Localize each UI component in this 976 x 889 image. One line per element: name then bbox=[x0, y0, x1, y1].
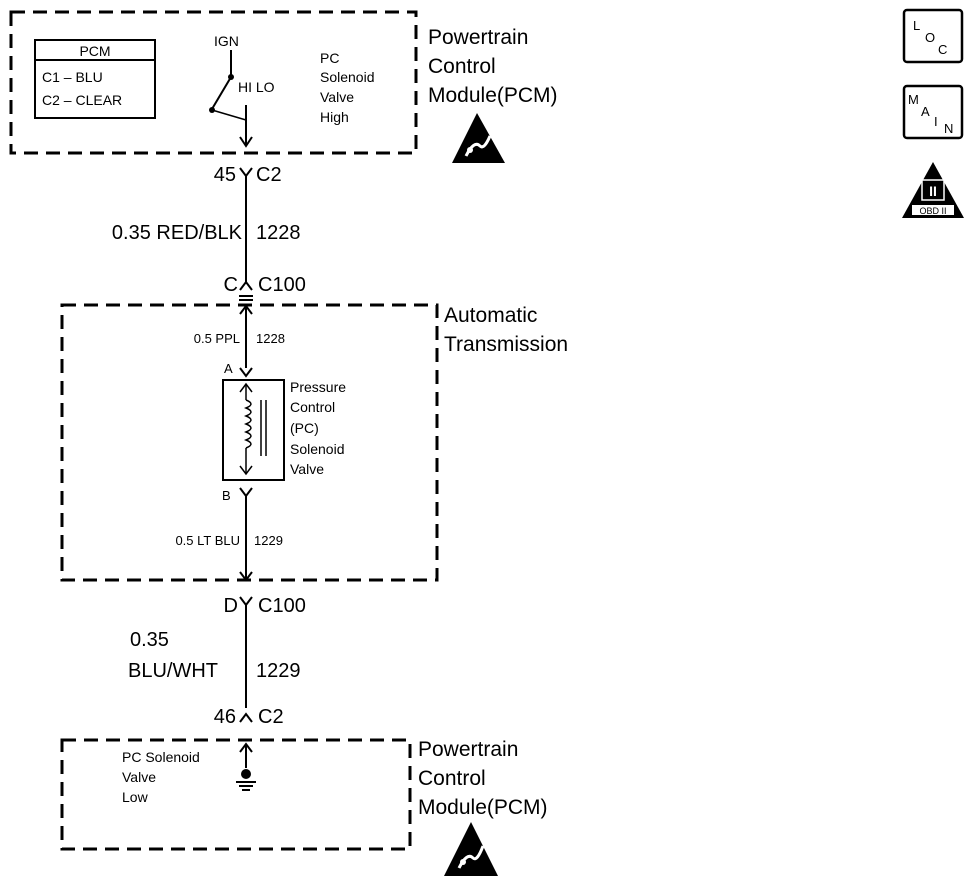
wire-in-circuit: 1228 bbox=[256, 331, 285, 346]
wire-top-circuit: 1228 bbox=[256, 222, 301, 244]
pc-func-line3: Valve bbox=[320, 89, 354, 105]
c100-top-pin: C bbox=[224, 274, 238, 296]
main-letter-a: A bbox=[921, 104, 930, 119]
main-letter-m: M bbox=[908, 92, 919, 107]
location-icon-button[interactable]: L O C bbox=[902, 8, 964, 64]
wire-out-gauge: 0.5 LT BLU bbox=[175, 533, 240, 548]
top-pcm-name-line2: Control bbox=[428, 55, 496, 78]
pc-low-line1: PC Solenoid bbox=[122, 749, 200, 765]
main-icon-button[interactable]: M A I N bbox=[902, 84, 964, 140]
pcm-connector-legend: PCM C1 – BLU C2 – CLEAR bbox=[34, 39, 156, 119]
arrow-down-icon bbox=[239, 571, 253, 582]
solenoid-label-line1: Pressure bbox=[290, 379, 346, 395]
bottom-pcm-name-line2: Control bbox=[418, 767, 486, 790]
obd-text: OBD II bbox=[919, 206, 946, 216]
esd-warning-icon bbox=[444, 822, 498, 876]
c100-top-connector: C100 bbox=[258, 274, 306, 296]
wire-in-gauge: 0.5 PPL bbox=[194, 331, 240, 346]
connector-y-icon bbox=[239, 167, 253, 178]
solenoid-label-line5: Valve bbox=[290, 461, 324, 477]
terminal-a-icon bbox=[239, 367, 253, 378]
wire-bottom-gauge: 0.35 bbox=[130, 629, 169, 651]
c100-bottom-y-icon bbox=[239, 596, 253, 607]
obd-numeral: II bbox=[929, 183, 937, 199]
top-connector-c2: C2 bbox=[256, 164, 282, 186]
switch-blade bbox=[211, 76, 232, 110]
solenoid-label-line3: (PC) bbox=[290, 420, 319, 436]
connector-c2-icon bbox=[239, 712, 253, 723]
bottom-connector-c2: C2 bbox=[258, 706, 284, 728]
top-pcm-boundary bbox=[9, 10, 418, 155]
ign-label: IGN bbox=[214, 33, 239, 49]
esd-warning-icon bbox=[452, 113, 505, 163]
bottom-pcm-boundary bbox=[60, 738, 412, 851]
solenoid-label-line2: Control bbox=[290, 399, 335, 415]
arrow-down-icon bbox=[239, 136, 253, 148]
pc-low-line2: Valve bbox=[122, 769, 156, 785]
c100-arrow-up-icon bbox=[239, 280, 253, 291]
wire-top-gauge-color: 0.35 RED/BLK bbox=[112, 222, 243, 244]
switch-text: HI LO bbox=[238, 79, 275, 95]
pc-low-line3: Low bbox=[122, 789, 149, 805]
pc-func-line4: High bbox=[320, 109, 349, 125]
wire-bottom-circuit: 1229 bbox=[256, 660, 301, 682]
transmission-name-line2: Transmission bbox=[444, 333, 568, 356]
pc-solenoid-icon bbox=[222, 379, 285, 481]
legend-title: PCM bbox=[79, 43, 110, 59]
loc-letter-o: O bbox=[925, 30, 935, 45]
pc-func-line2: Solenoid bbox=[320, 69, 375, 85]
wire-out-circuit: 1229 bbox=[254, 533, 283, 548]
bottom-pcm-name-line3: Module(PCM) bbox=[418, 796, 548, 819]
transmission-name-line1: Automatic bbox=[444, 304, 537, 327]
obd-ii-icon-button[interactable]: II OBD II bbox=[902, 162, 964, 218]
ground-icon bbox=[236, 769, 256, 791]
bottom-pcm-name-line1: Powertrain bbox=[418, 738, 518, 761]
c100-bottom-connector: C100 bbox=[258, 595, 306, 617]
pc-func-line1: PC bbox=[320, 50, 339, 66]
solenoid-label-line4: Solenoid bbox=[290, 441, 345, 457]
c100-bottom-pin: D bbox=[224, 595, 238, 617]
terminal-b-label: B bbox=[222, 488, 231, 503]
terminal-a-label: A bbox=[224, 361, 233, 376]
terminal-b-icon bbox=[239, 487, 253, 498]
loc-letter-l: L bbox=[913, 18, 920, 33]
loc-letter-c: C bbox=[938, 42, 947, 57]
legend-c2: C2 – CLEAR bbox=[42, 92, 122, 108]
switch-link bbox=[211, 109, 247, 121]
wire-bottom-color: BLU/WHT bbox=[128, 660, 218, 682]
top-pcm-name-line1: Powertrain bbox=[428, 26, 528, 49]
transmission-boundary bbox=[60, 303, 439, 582]
top-pin-number: 45 bbox=[214, 164, 236, 186]
main-letter-i: I bbox=[934, 114, 938, 129]
top-pcm-name-line3: Module(PCM) bbox=[428, 84, 558, 107]
main-letter-n: N bbox=[944, 121, 953, 136]
bottom-pin-number: 46 bbox=[214, 706, 236, 728]
legend-c1: C1 – BLU bbox=[42, 69, 103, 85]
